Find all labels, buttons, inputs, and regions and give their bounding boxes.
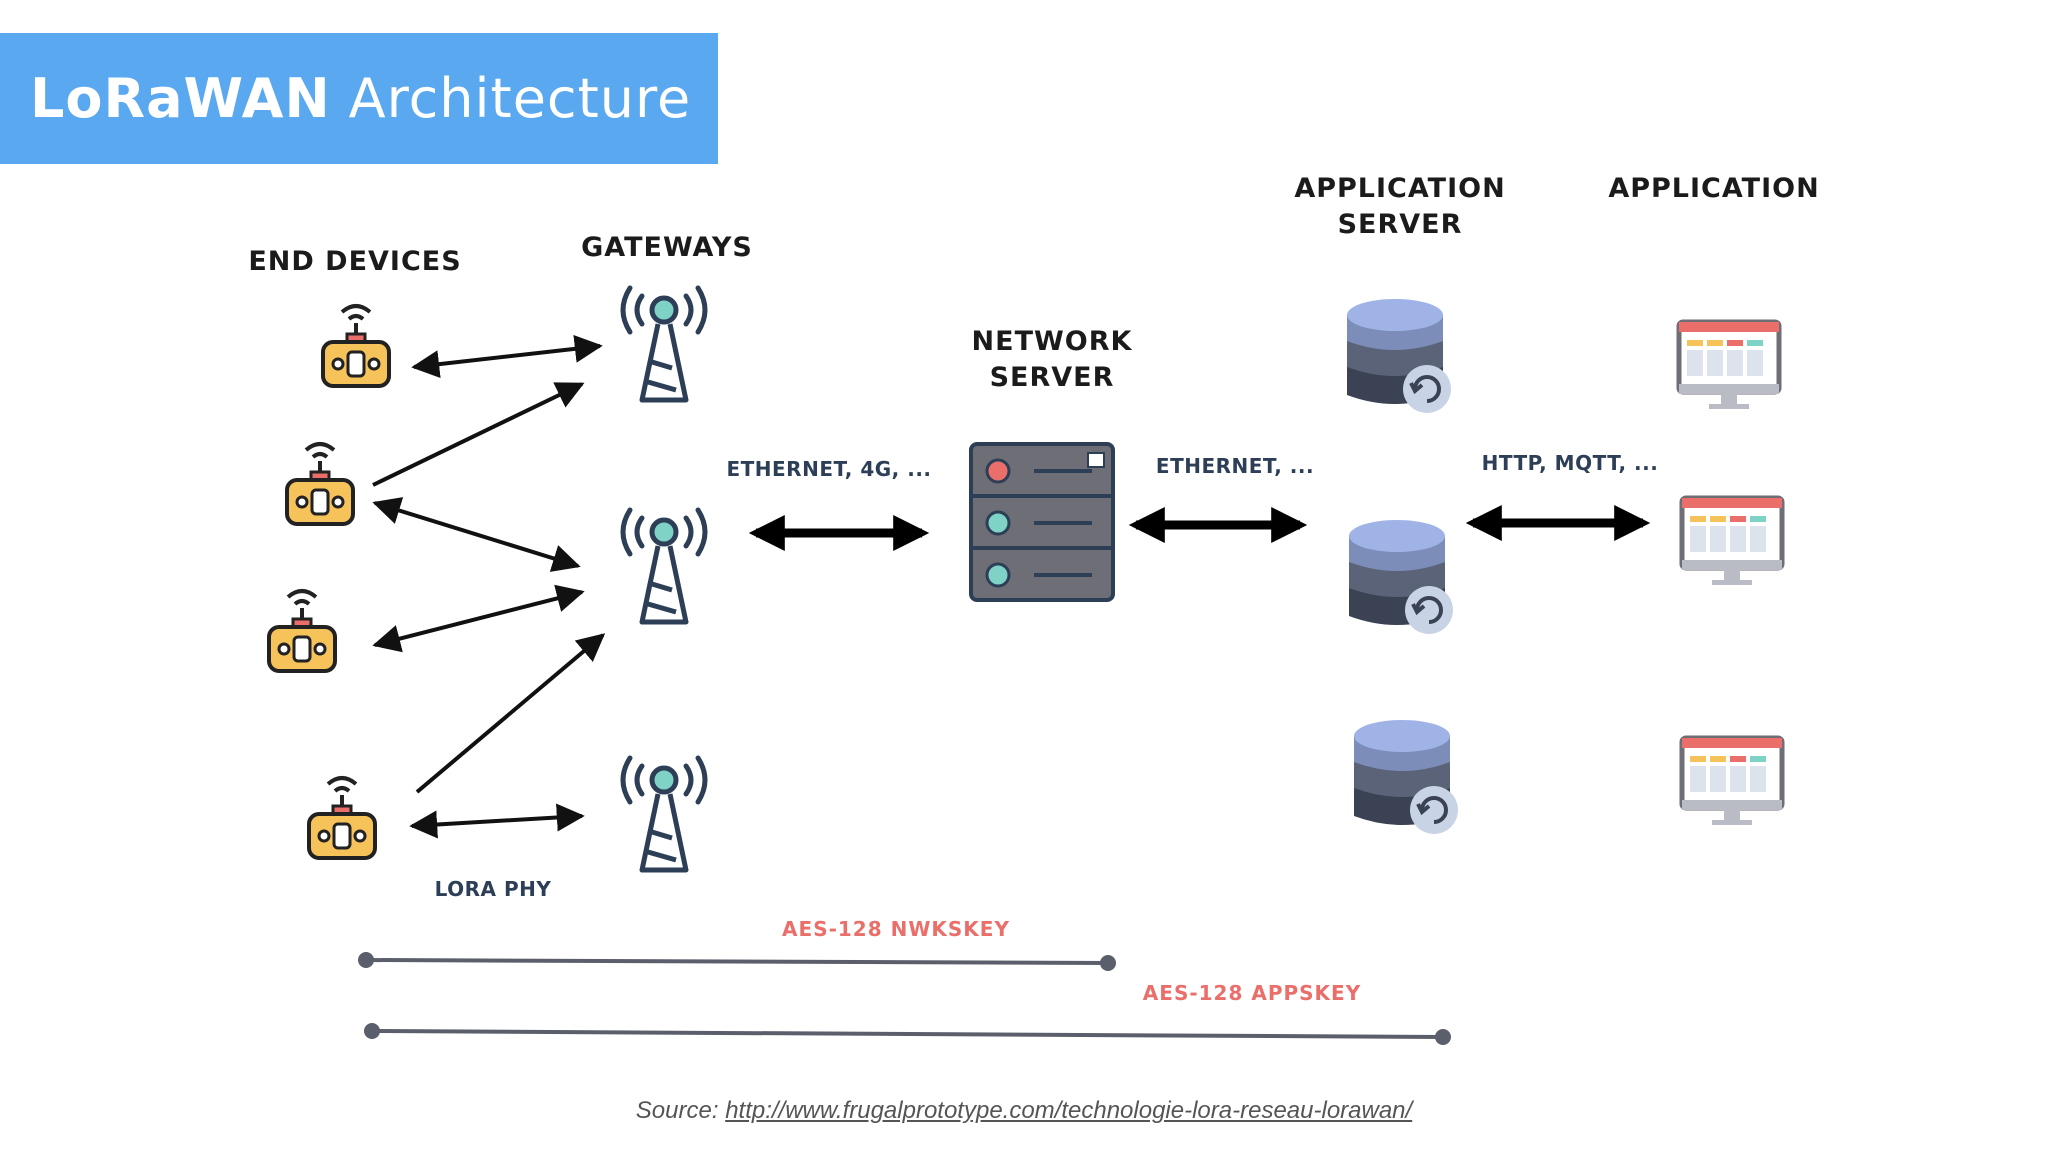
end-device-1-icon [321,304,391,388]
appskey-span-line [371,1029,1444,1039]
link-d2-g1 [372,382,585,487]
source-link[interactable]: http://www.frugalprototype.com/technolog… [725,1097,1413,1124]
application-2-icon [1682,498,1782,585]
nwkskey-start-dot [358,952,374,968]
application-server-1-icon [1345,297,1453,415]
title-banner: LoRaWAN Architecture [0,33,718,164]
label-nwkskey: AES-128 NWKSKEY [782,917,1010,941]
gateway-1-icon [623,288,705,400]
label-lora-phy: LORA PHY [435,877,552,901]
label-appskey: AES-128 APPSKEY [1143,981,1361,1005]
label-network-server-1: NETWORK [972,326,1133,357]
link-d4-g3 [409,803,585,839]
application-server-3-icon [1352,718,1460,836]
link-d4-g2 [415,633,606,794]
label-as-app: HTTP, MQTT, ... [1482,451,1659,475]
nwkskey-end-dot [1100,955,1116,971]
gateway-3-icon [623,758,705,870]
source-prefix: Source: [635,1097,726,1124]
end-device-4-icon [307,776,377,860]
lora-links [372,334,606,839]
label-ns-as: ETHERNET, ... [1156,454,1314,478]
label-end-devices: END DEVICES [248,246,461,277]
label-gw-ns: ETHERNET, 4G, ... [726,457,931,481]
title-bold: LoRaWAN [30,67,331,130]
label-gateways: GATEWAYS [581,232,753,263]
label-network-server-2: SERVER [990,362,1115,393]
nwkskey-span-line [365,958,1109,965]
label-application-server-2: SERVER [1338,209,1463,240]
appskey-start-dot [364,1023,380,1039]
link-d3-g2 [372,584,585,653]
end-device-2-icon [285,442,355,526]
network-server-icon [969,442,1115,602]
label-application-server-1: APPLICATION [1294,173,1505,204]
source-citation: Source: http://www.frugalprototype.com/t… [0,1097,2048,1125]
application-3-icon [1682,738,1782,825]
appskey-end-dot [1435,1029,1451,1045]
application-server-2-icon [1347,518,1455,636]
application-1-icon [1679,322,1779,409]
gateway-2-icon [623,510,705,622]
link-d1-g1 [411,334,603,379]
link-d2-g2 [372,497,581,572]
title-rest: Architecture [348,67,692,130]
end-device-3-icon [267,589,337,673]
label-application: APPLICATION [1608,173,1819,204]
